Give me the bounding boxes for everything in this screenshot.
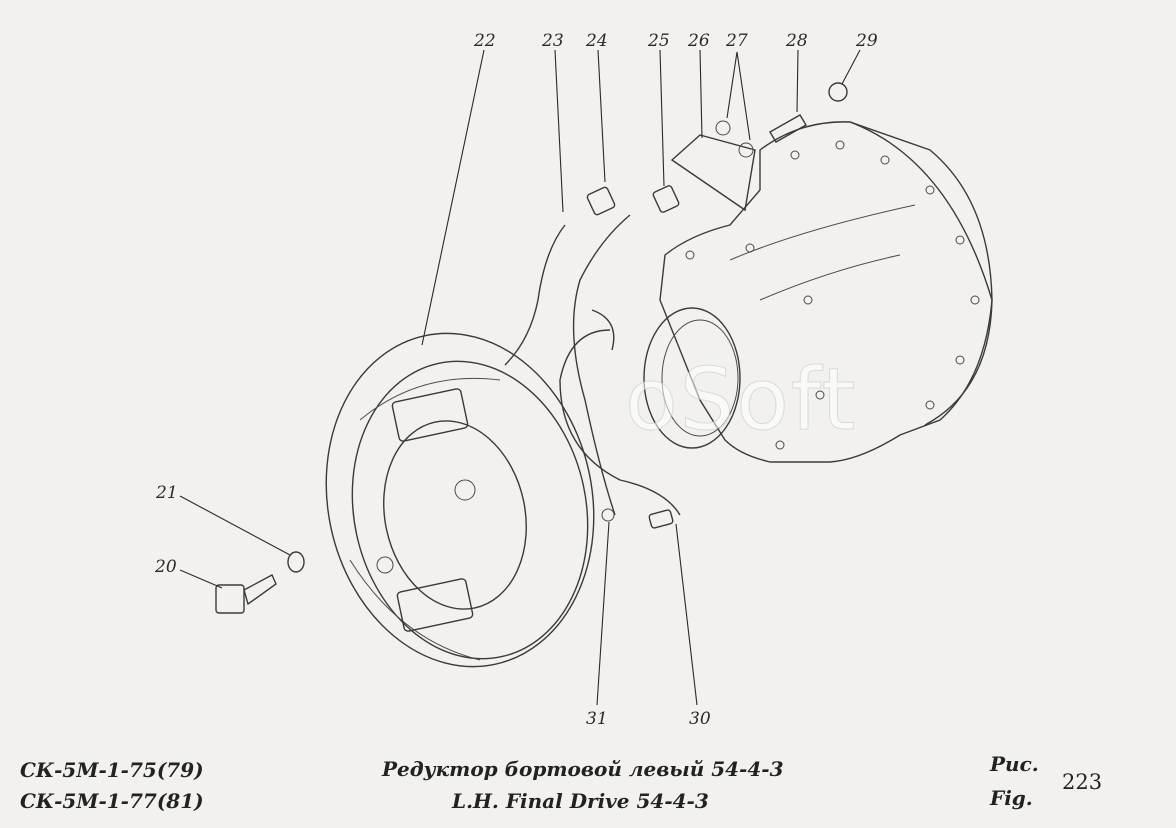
callout-25: 25 [647,31,670,51]
fittings [586,82,848,529]
model-line-2: СК-5М-1-77(81) [20,789,204,813]
fig-label-russian: Рис. [990,752,1039,776]
callout-20: 20 [154,557,177,577]
model-line-1: СК-5М-1-75(79) [20,758,204,782]
callout-29: 29 [855,31,878,51]
callout-31: 31 [586,709,608,729]
figure-number: 223 [1062,770,1103,794]
callout-22: 22 [473,31,496,51]
title-english: L.H. Final Drive 54-4-3 [452,789,709,813]
washer-part-21 [287,551,305,573]
callout-labels: 22 23 24 25 26 27 28 29 21 20 31 30 [154,31,878,729]
brake-assembly [325,332,595,668]
fig-label-english: Fig. [990,786,1033,810]
brake-pipes [504,214,681,516]
callout-28: 28 [785,31,808,51]
callout-30: 30 [689,709,711,729]
bolt-part-20 [215,574,277,614]
callout-26: 26 [687,31,710,51]
watermark-text: oSoft [624,350,858,451]
callout-24: 24 [585,31,608,51]
callout-23: 23 [541,31,564,51]
leader-lines [179,49,861,706]
callout-27: 27 [725,31,748,51]
final-drive-housing [643,121,993,463]
callout-21: 21 [155,483,178,503]
title-russian: Редуктор бортовой левый 54-4-3 [382,757,784,781]
